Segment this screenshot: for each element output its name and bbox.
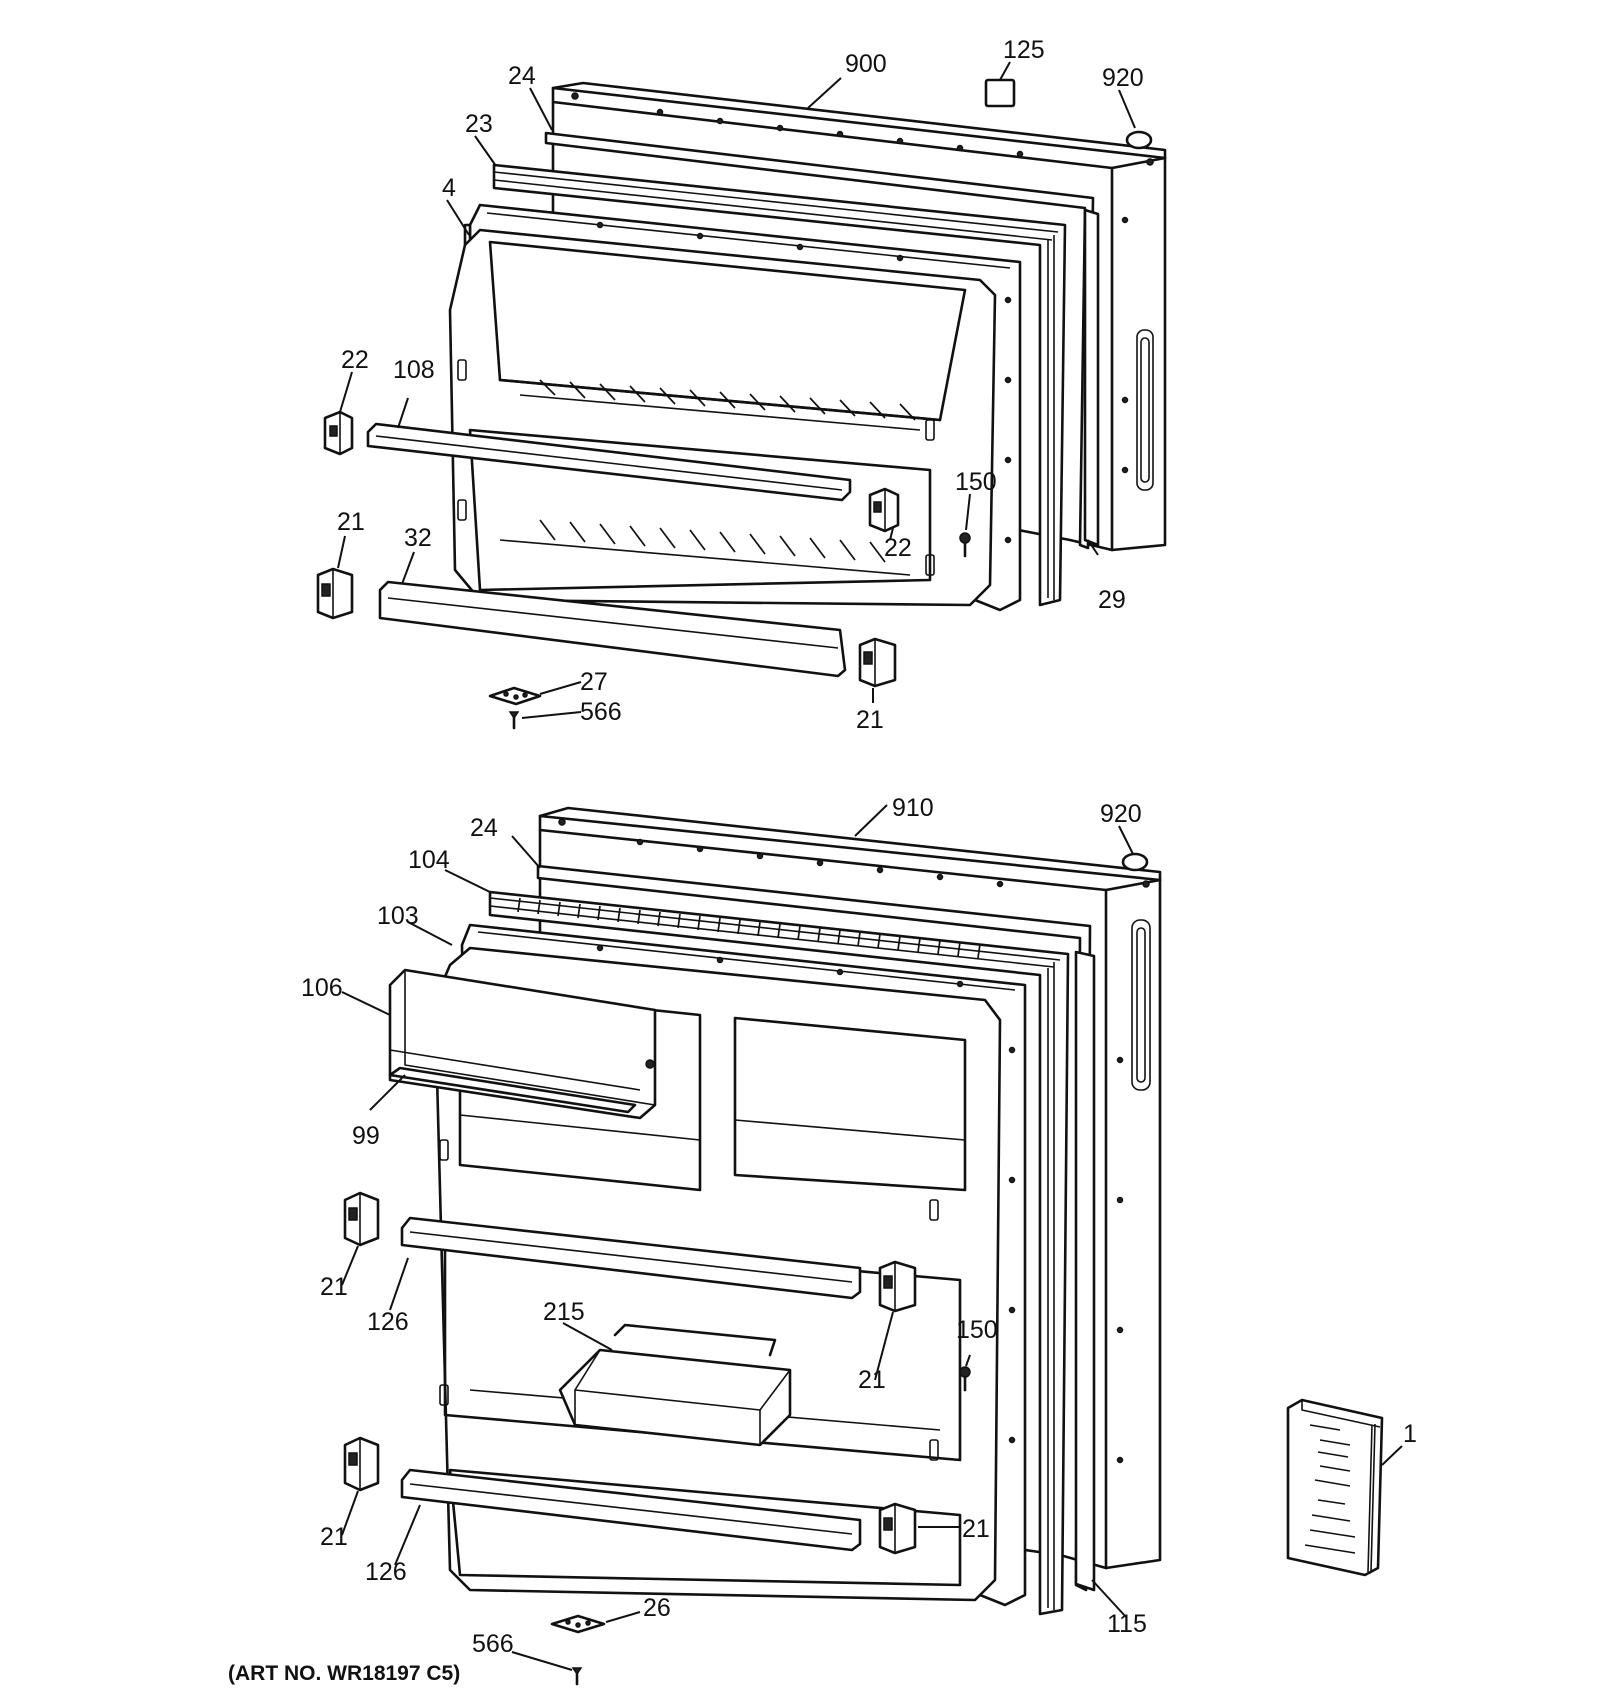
callout-24: 24	[508, 62, 536, 90]
callout-23: 23	[465, 110, 493, 138]
callout-910: 910	[892, 794, 934, 822]
upper-shelf-ribs	[519, 379, 921, 431]
fresh-food-screw-150	[959, 1366, 971, 1392]
callout-566: 566	[580, 698, 622, 726]
part-125-pad	[984, 78, 1016, 108]
callout-24: 24	[470, 814, 498, 842]
freezer-lower-shelf-bar	[378, 580, 847, 678]
callout-21-right-upper: 21	[858, 1366, 886, 1394]
fresh-food-side-gasket-strip	[1074, 950, 1096, 1592]
callout-21-right-lower: 21	[962, 1515, 990, 1543]
callout-21-left-lower: 21	[320, 1523, 348, 1551]
callout-126-lower: 126	[365, 1558, 407, 1586]
callout-29: 29	[1098, 586, 1126, 614]
callout-150: 150	[955, 468, 997, 496]
callout-108: 108	[393, 356, 435, 384]
callout-104: 104	[408, 846, 450, 874]
callout-21-left: 21	[337, 508, 365, 536]
dairy-door-hinge-strip-99	[388, 1066, 637, 1114]
egg-bin-215	[558, 1323, 792, 1447]
part-920-plug	[1125, 130, 1153, 150]
callout-566: 566	[472, 1630, 514, 1658]
freezer-screw-566	[508, 711, 520, 730]
callout-103: 103	[377, 902, 419, 930]
freezer-shelf-clip-left-upper	[323, 410, 354, 456]
fresh-food-callout-labels: 910 920 24 104 103 106 99 21 126 215 150…	[301, 794, 1417, 1658]
callout-115: 115	[1107, 1610, 1147, 1638]
freezer-shelf-clip-right-lower	[858, 637, 897, 688]
fresh-food-door-assembly: 910 920 24 104 103 106 99 21 126 215 150…	[301, 794, 1417, 1686]
fresh-food-door-gasket	[488, 890, 1070, 1616]
callout-32: 32	[404, 524, 432, 552]
part-920-plug	[1121, 852, 1149, 872]
callout-22-left: 22	[341, 346, 369, 374]
fresh-food-shelf-clip-left-lower	[343, 1436, 380, 1492]
freezer-upper-shelf-bar	[366, 422, 852, 502]
lower-shelf-ribs	[499, 519, 911, 576]
callout-21-left-upper: 21	[320, 1273, 348, 1301]
callout-106: 106	[301, 974, 343, 1002]
callout-215: 215	[543, 1298, 585, 1326]
freezer-shelf-clip-right-upper	[868, 487, 900, 533]
callout-27: 27	[580, 668, 608, 696]
fresh-food-shelf-clip-right-lower	[878, 1502, 917, 1555]
fresh-food-leader-lines	[341, 804, 1403, 1671]
callout-920: 920	[1102, 64, 1144, 92]
fresh-food-shelf-clip-left-upper	[343, 1191, 380, 1247]
callout-26: 26	[643, 1594, 671, 1622]
owners-manual-booklet	[1286, 1398, 1384, 1577]
fresh-food-hinge-plate-26	[550, 1614, 606, 1634]
screw-hole-row	[636, 838, 1124, 1464]
freezer-shelf-clip-left-lower	[316, 567, 354, 620]
callout-99: 99	[352, 1122, 380, 1150]
screw-hole-row	[656, 108, 1129, 474]
callout-1: 1	[1403, 1420, 1417, 1448]
callout-22-right: 22	[884, 534, 912, 562]
freezer-leader-lines	[337, 61, 1136, 719]
art-number-caption: (ART NO. WR18197 C5)	[228, 1662, 460, 1685]
fresh-food-screw-566	[571, 1667, 583, 1686]
freezer-breaker-strip	[544, 131, 1095, 550]
fresh-food-upper-shelf-bar	[400, 1216, 862, 1300]
freezer-callout-labels: 900 125 920 24 23 4 22 108 150 22 21 32 …	[337, 36, 1144, 734]
callout-126-upper: 126	[367, 1308, 409, 1336]
callout-920: 920	[1100, 800, 1142, 828]
callout-150: 150	[956, 1316, 998, 1344]
freezer-inner-dyke	[448, 228, 997, 607]
freezer-hinge-plate-27	[488, 686, 542, 706]
callout-125: 125	[1003, 36, 1045, 64]
freezer-door-assembly: 900 125 920 24 23 4 22 108 150 22 21 32 …	[316, 36, 1167, 734]
callout-900: 900	[845, 50, 887, 78]
freezer-door-gasket	[492, 163, 1067, 607]
fresh-food-lower-shelf-bar	[400, 1468, 862, 1552]
callout-21-right: 21	[856, 706, 884, 734]
freezer-side-gasket-strip	[1083, 208, 1100, 547]
fresh-food-shelf-clip-right-upper	[878, 1260, 917, 1313]
callout-4: 4	[442, 174, 456, 202]
freezer-screw-150	[959, 532, 971, 558]
